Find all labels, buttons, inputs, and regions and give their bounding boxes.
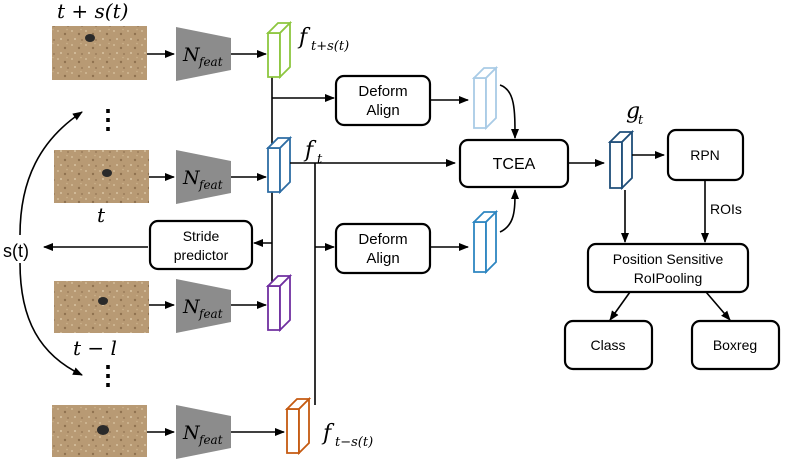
frame-label-current: t (97, 203, 106, 227)
svg-text:Class: Class (590, 337, 625, 353)
tcea-box: TCEA (458, 138, 570, 189)
deform-align-bottom: Deform Align (334, 222, 432, 275)
rpn-box: RPN (666, 128, 745, 182)
feature-map-purple (265, 273, 293, 333)
svg-text:Deform: Deform (358, 83, 407, 100)
encoder-prev: N feat (176, 279, 231, 333)
turtle-icon (97, 425, 109, 435)
aligned-feature-top (471, 65, 499, 131)
svg-text:N: N (182, 422, 201, 444)
rois-label: ROIs (710, 201, 742, 217)
feature-label-next: f t+s(t) (297, 25, 349, 54)
svg-text:t: t (638, 113, 644, 128)
svg-text:Position Sensitive: Position Sensitive (613, 251, 724, 267)
svg-text:feat: feat (198, 307, 223, 321)
svg-text:Stride: Stride (183, 228, 220, 244)
svg-text:N: N (182, 167, 201, 189)
svg-text:f: f (303, 138, 317, 163)
frame-label-next: t + s(t) (57, 0, 128, 23)
feature-label-g: g t (626, 99, 644, 128)
svg-text:Boxreg: Boxreg (713, 337, 757, 353)
svg-text:TCEA: TCEA (493, 156, 536, 173)
svg-text:Align: Align (366, 102, 399, 119)
svg-text:g: g (626, 99, 640, 124)
svg-text:Align: Align (366, 250, 399, 267)
frame-image-prev (54, 281, 149, 333)
feature-map-next (265, 20, 293, 80)
encoder-far-prev: N feat (176, 405, 231, 459)
feature-label-prev: f t−s(t) (321, 421, 373, 450)
boxreg-box: Boxreg (690, 319, 781, 371)
dots-top: ⋮ (95, 104, 121, 134)
deform-align-top: Deform Align (334, 74, 432, 127)
svg-text:feat: feat (198, 55, 223, 69)
feature-map-g (607, 129, 635, 191)
turtle-icon (102, 169, 112, 177)
svg-text:feat: feat (198, 178, 223, 192)
frame-image-far-prev (52, 405, 147, 457)
turtle-icon (85, 34, 95, 42)
frame-image-current (54, 150, 149, 203)
sampling-arrow-down (19, 262, 83, 376)
arrow-aligned-top-to-tcea (499, 84, 519, 139)
turtle-icon (98, 297, 108, 305)
class-box: Class (563, 319, 654, 371)
encoder-current: N feat (176, 150, 231, 204)
svg-text:f: f (321, 421, 335, 446)
svg-text:RPN: RPN (690, 147, 720, 163)
frame-label-prev: t − l (73, 336, 117, 360)
arrow-aligned-bottom-to-tcea (499, 189, 519, 233)
arrow-psroi-to-class (609, 291, 631, 321)
svg-text:f: f (297, 25, 311, 50)
psroi-box: Position Sensitive RoIPooling (586, 242, 750, 294)
arrow-psroi-to-boxreg (705, 291, 731, 321)
svg-text:N: N (182, 44, 201, 66)
svg-text:Deform: Deform (358, 231, 407, 248)
svg-text:RoIPooling: RoIPooling (634, 270, 703, 286)
svg-text:t−s(t): t−s(t) (335, 435, 373, 450)
svg-text:N: N (182, 296, 201, 318)
svg-text:t+s(t): t+s(t) (311, 39, 349, 54)
stride-predictor-box: Stride predictor (148, 219, 254, 271)
dots-bottom: ⋮ (95, 360, 121, 390)
frame-image-next (52, 26, 147, 80)
sampling-arrow-up (19, 111, 83, 236)
svg-text:t: t (317, 152, 323, 167)
sampling-label: s(t) (3, 241, 29, 261)
feature-map-current (265, 135, 293, 195)
svg-text:predictor: predictor (174, 247, 229, 263)
feature-map-prev (284, 396, 312, 456)
encoder-next: N feat (176, 27, 231, 81)
aligned-feature-bottom (471, 209, 499, 275)
svg-text:feat: feat (198, 433, 223, 447)
